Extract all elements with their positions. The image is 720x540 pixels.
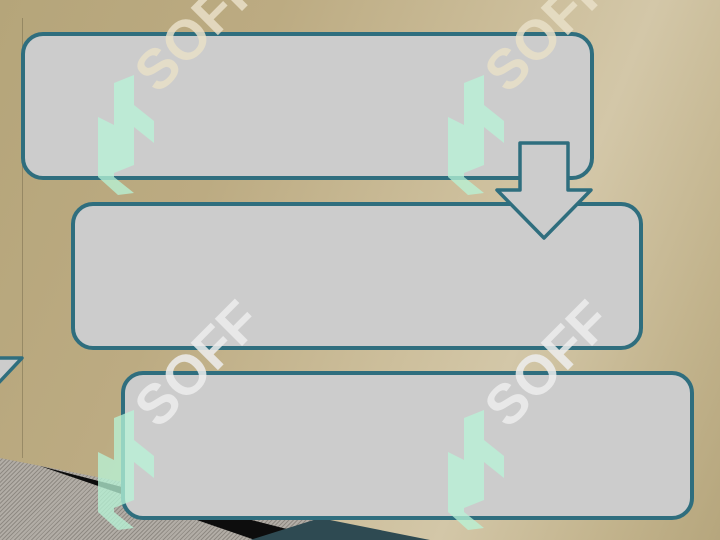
flow-box-1 [21, 32, 594, 180]
left-edge-down-arrow-icon [0, 356, 24, 384]
vertical-guide-line [22, 18, 23, 458]
flow-box-3 [121, 371, 694, 520]
flow-box-2 [71, 202, 643, 350]
